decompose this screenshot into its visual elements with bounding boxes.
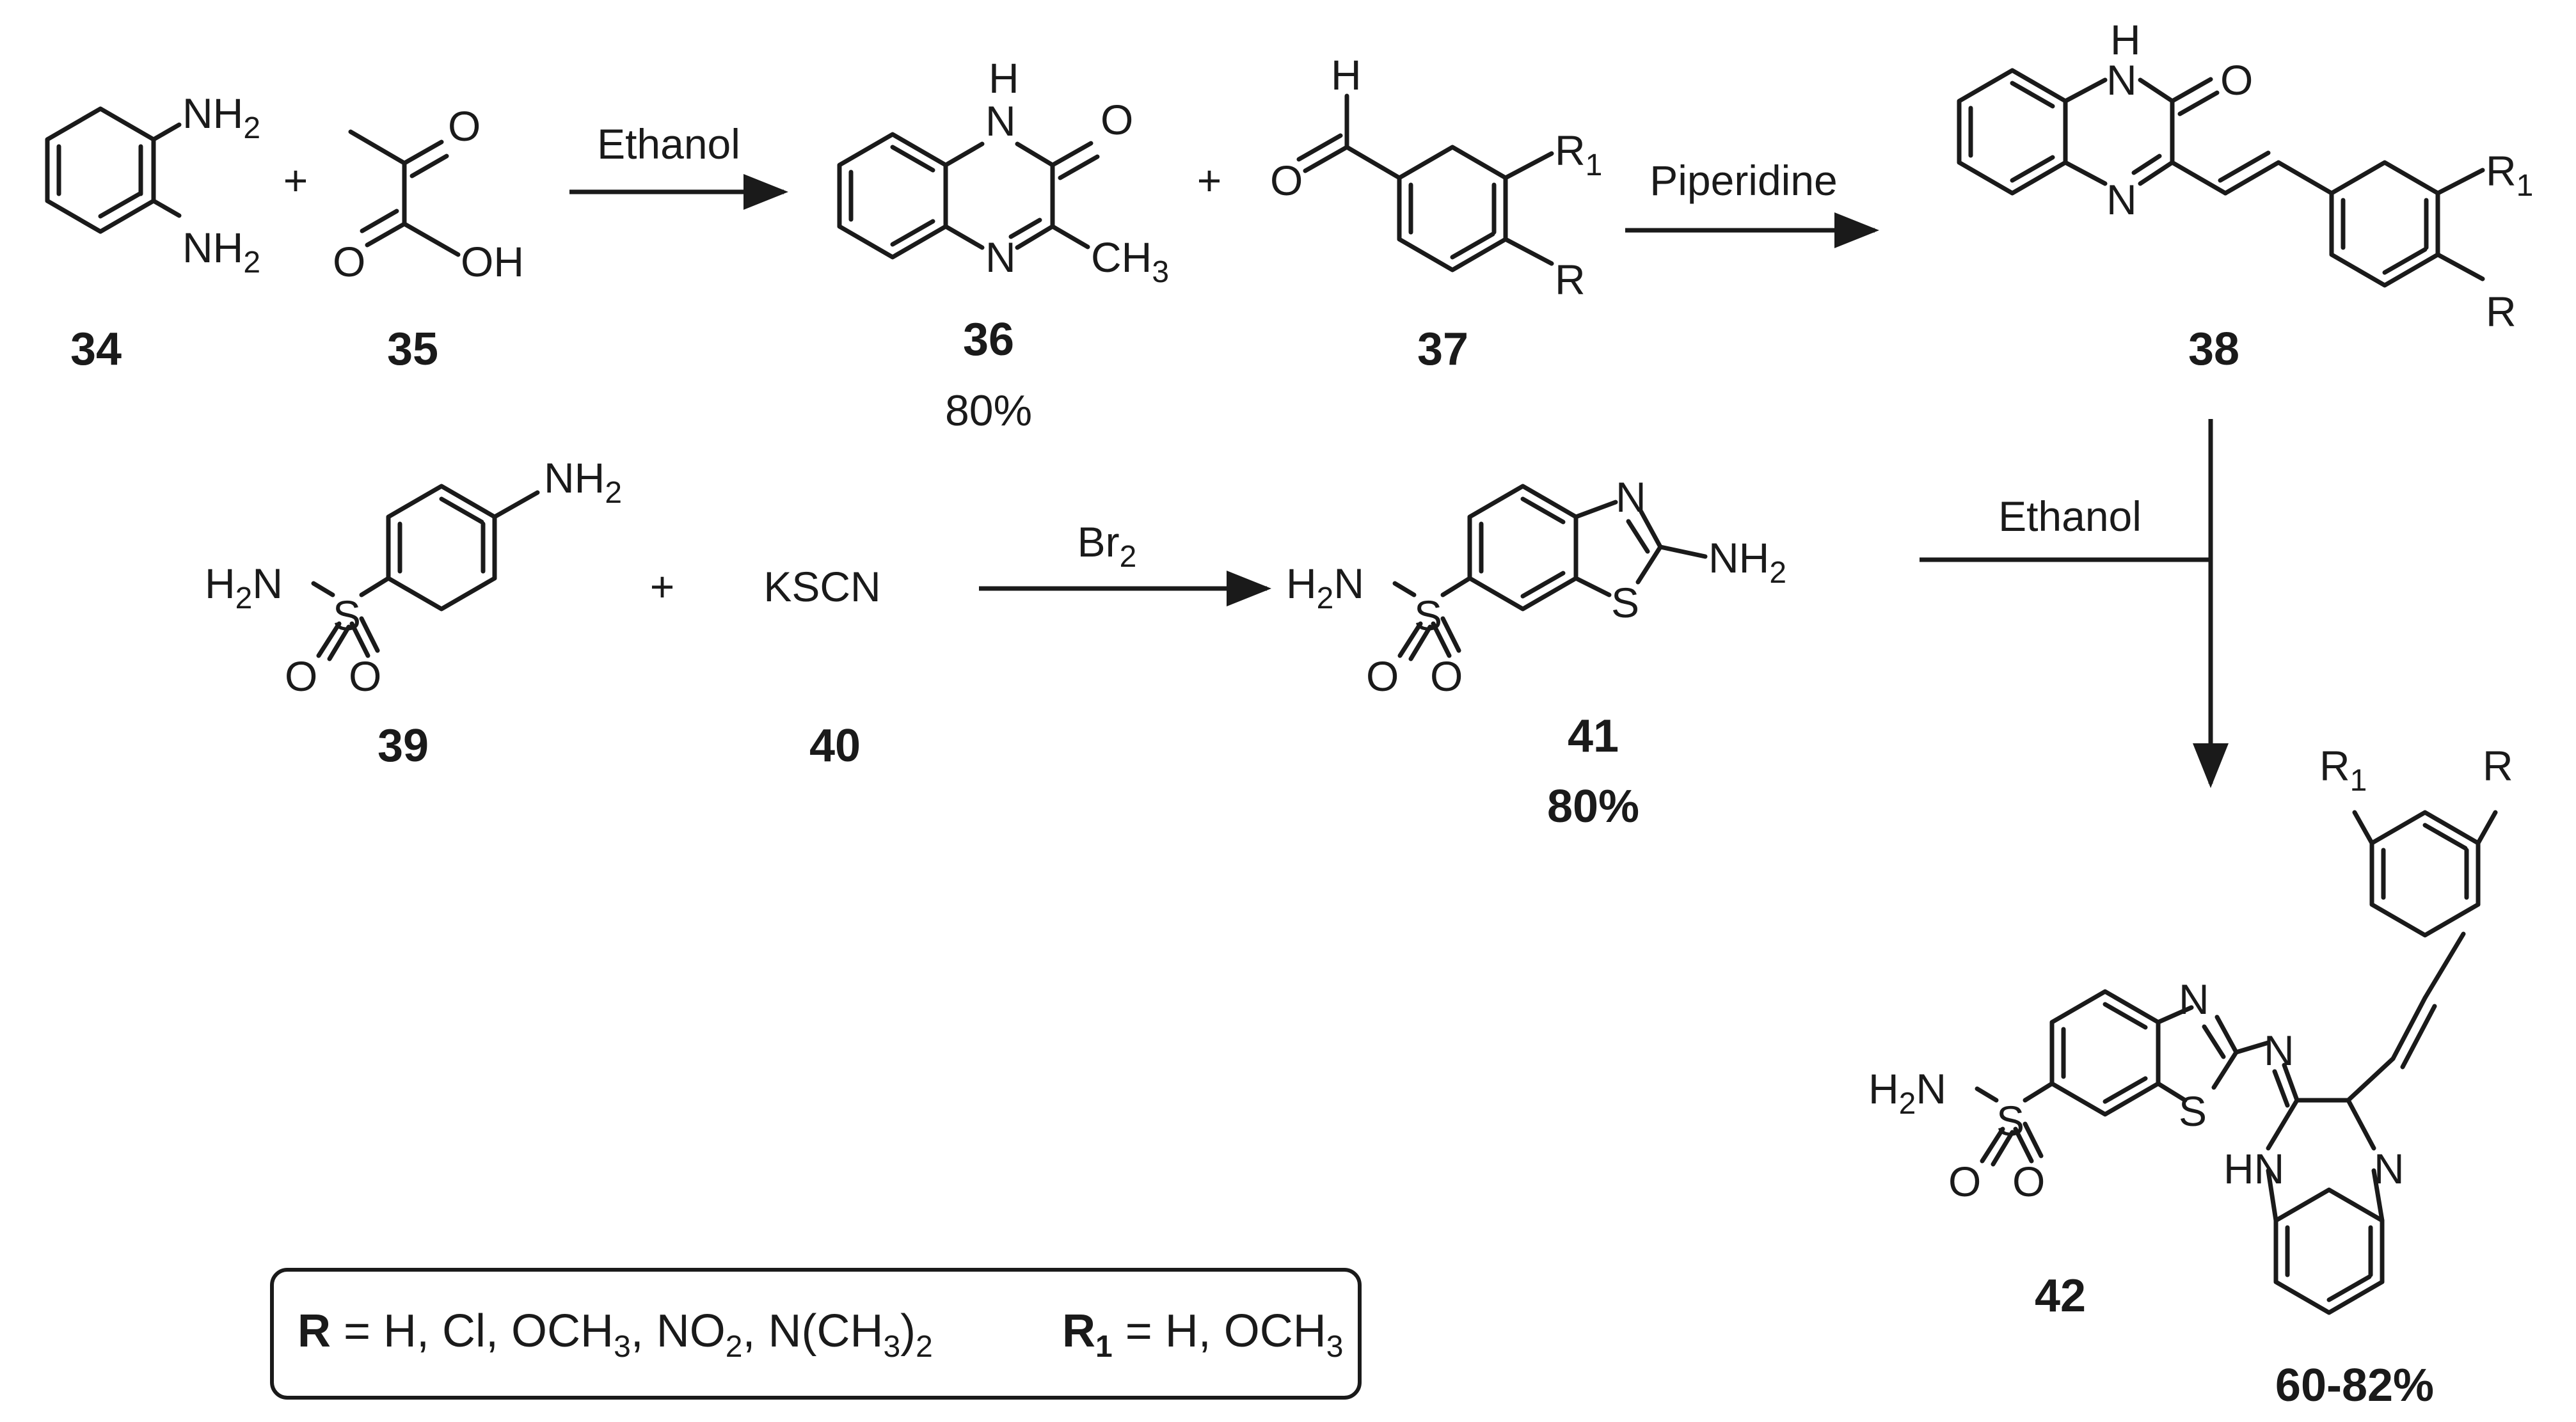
h2n: H2N (1286, 560, 1364, 615)
amino-nh2: NH2 (1708, 534, 1786, 590)
compound-42: N S N HN N H2N S O O R1 R 42 60-82% (1868, 742, 2513, 1411)
reagent-piperidine: Piperidine (1650, 157, 1838, 204)
h-on-n: H (2110, 16, 2141, 63)
substituent-legend: R = H, Cl, OCH3, NO2, N(CH3)2 R1 = H, OC… (270, 1268, 1362, 1400)
o-ketone: O (448, 102, 481, 150)
compound-36: H N N O CH3 36 80% (837, 54, 1169, 435)
pyrazine-n: N (2374, 1145, 2405, 1192)
nh2: NH2 (544, 454, 622, 510)
sulfonyl-o1: O (285, 652, 317, 700)
compound-label-38: 38 (2188, 324, 2239, 375)
yield-36: 80% (945, 386, 1032, 435)
compound-37: H O R1 R 37 (1270, 51, 1602, 375)
compound-39: NH2 H2N S O O 39 (205, 454, 622, 771)
o-carbonyl: O (333, 238, 365, 285)
methyl: CH3 (1091, 233, 1169, 289)
compound-41: N S NH2 H2N S O O 41 80% (1286, 473, 1786, 832)
plus-sign-2: + (1197, 157, 1222, 204)
kscn-formula: KSCN (763, 563, 880, 610)
thiazole-n: N (1616, 473, 1646, 521)
n4: N (985, 233, 1016, 281)
sulfonyl-o2: O (2012, 1158, 2045, 1205)
n1: N (2106, 56, 2137, 104)
reagent-ethanol-1: Ethanol (597, 120, 740, 168)
compound-label-34: 34 (70, 324, 122, 375)
o-carbonyl: O (1101, 96, 1133, 143)
r-substituent: R (2486, 288, 2516, 335)
r1-substituent: R1 (2486, 147, 2533, 203)
h2n: H2N (1868, 1065, 1946, 1121)
compound-34: NH2 NH2 34 (45, 90, 260, 375)
yield-42: 60-82% (2275, 1360, 2434, 1411)
sulfonyl-o2: O (349, 652, 381, 700)
r1-substituent: R1 (1555, 127, 1602, 182)
h-on-n: H (989, 54, 1019, 102)
n1: N (985, 97, 1016, 145)
sulfonyl-o2: O (1430, 652, 1463, 700)
sulfonyl-o1: O (1366, 652, 1399, 700)
o-carbonyl: O (2220, 56, 2253, 104)
n4: N (2106, 176, 2137, 223)
h2n: H2N (205, 560, 283, 615)
nh2-bottom: NH2 (182, 224, 260, 280)
oh-group: OH (461, 238, 524, 285)
compound-38: H N N O R1 R 38 (1957, 16, 2533, 375)
compound-label-37: 37 (1417, 324, 1468, 375)
plus-sign-1: + (283, 157, 308, 204)
reagent-bromine: Br2 (1077, 518, 1137, 574)
compound-35: O O OH 35 (333, 102, 524, 375)
compound-label-35: 35 (387, 324, 438, 375)
hn-ring: HN (2223, 1145, 2284, 1192)
aldehyde-h: H (1331, 51, 1362, 99)
compound-label-36: 36 (963, 314, 1014, 365)
sulfur: S (1414, 592, 1442, 639)
aldehyde-o: O (1270, 157, 1303, 204)
yield-41: 80% (1547, 781, 1639, 832)
sulfur: S (1996, 1097, 2024, 1144)
r1-substituent: R1 (2319, 742, 2367, 798)
r-substituent: R (2483, 742, 2513, 789)
compound-label-41: 41 (1568, 711, 1619, 762)
sulfonyl-o1: O (1948, 1158, 1981, 1205)
imine-n: N (2264, 1027, 2294, 1074)
r1-definition: R1 = H, OCH3 (1062, 1306, 1343, 1364)
reagent-ethanol-2: Ethanol (1998, 493, 2142, 540)
r-definition: R = H, Cl, OCH3, NO2, N(CH3)2 (298, 1306, 933, 1364)
compound-label-40: 40 (809, 720, 861, 771)
sulfur: S (333, 592, 361, 639)
thiazole-n: N (2179, 976, 2209, 1023)
plus-sign-3: + (650, 563, 675, 610)
thiazole-s: S (1611, 579, 1639, 626)
r-substituent: R (1555, 256, 1586, 303)
nh2-top: NH2 (182, 90, 260, 145)
compound-label-42: 42 (2035, 1270, 2086, 1322)
compound-label-39: 39 (378, 720, 429, 771)
compound-40: KSCN 40 (763, 563, 880, 771)
thiazole-s: S (2179, 1087, 2207, 1135)
